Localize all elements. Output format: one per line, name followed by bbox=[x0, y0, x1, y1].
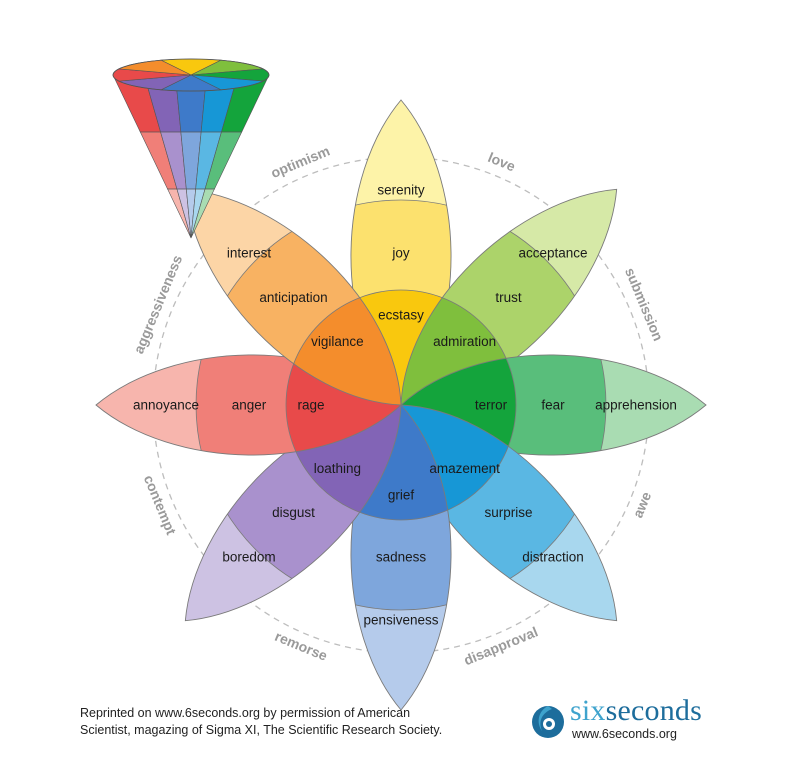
label-boredom: boredom bbox=[222, 550, 275, 565]
label-acceptance: acceptance bbox=[518, 245, 587, 260]
six-seconds-mark-icon bbox=[530, 697, 566, 741]
label-interest: interest bbox=[227, 245, 272, 260]
six-seconds-logo[interactable]: sixseconds www.6seconds.org bbox=[530, 695, 730, 745]
logo-wordmark: sixseconds bbox=[570, 695, 702, 727]
dyad-love: love bbox=[486, 149, 518, 175]
label-anger: anger bbox=[232, 398, 267, 413]
credit-line-1: Reprinted on www.6seconds.org by permiss… bbox=[80, 705, 540, 722]
label-disgust: disgust bbox=[272, 505, 315, 520]
label-terror: terror bbox=[475, 398, 508, 413]
reprint-credit: Reprinted on www.6seconds.org by permiss… bbox=[80, 705, 540, 739]
label-sadness: sadness bbox=[376, 550, 427, 565]
label-admiration: admiration bbox=[433, 334, 496, 349]
dyad-aggressiveness: aggressiveness bbox=[130, 252, 185, 355]
label-apprehension: apprehension bbox=[595, 398, 677, 413]
label-surprise: surprise bbox=[484, 505, 532, 520]
label-serenity: serenity bbox=[377, 183, 425, 198]
logo-name-dark: seconds bbox=[606, 694, 702, 727]
dyad-submission: submission bbox=[622, 265, 667, 343]
label-vigilance: vigilance bbox=[311, 334, 364, 349]
label-annoyance: annoyance bbox=[133, 398, 199, 413]
logo-name-light: six bbox=[570, 694, 606, 727]
credit-line-2: Scientist, magazing of Sigma XI, The Sci… bbox=[80, 722, 540, 739]
label-pensiveness: pensiveness bbox=[363, 613, 438, 628]
label-anticipation: anticipation bbox=[259, 290, 327, 305]
label-joy: joy bbox=[391, 246, 410, 261]
label-amazement: amazement bbox=[429, 461, 500, 476]
label-loathing: loathing bbox=[314, 461, 361, 476]
dyad-disapproval: disapproval bbox=[461, 623, 540, 668]
logo-url: www.6seconds.org bbox=[572, 727, 677, 741]
label-ecstasy: ecstasy bbox=[378, 308, 424, 323]
label-rage: rage bbox=[297, 398, 324, 413]
dyad-remorse: remorse bbox=[273, 628, 330, 664]
label-fear: fear bbox=[541, 398, 565, 413]
dyad-optimism: optimism bbox=[268, 142, 332, 181]
label-distraction: distraction bbox=[522, 550, 584, 565]
label-grief: grief bbox=[388, 488, 415, 503]
label-trust: trust bbox=[495, 290, 522, 305]
